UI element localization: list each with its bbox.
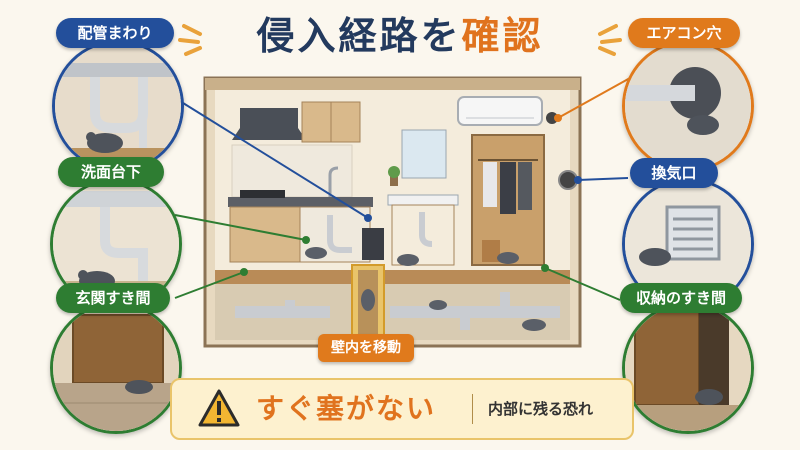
circle-piping: [52, 40, 184, 172]
title-accent: 確認: [461, 14, 544, 58]
mouse-icon: [639, 248, 671, 266]
wall-move-label: 壁内を移動: [318, 334, 414, 362]
mouse-icon: [87, 133, 123, 153]
sparkle-left-icon: [178, 24, 202, 56]
mouse-icon: [522, 319, 546, 331]
mouse-icon: [361, 289, 375, 311]
mouse-icon: [125, 380, 153, 394]
leader-storage: [544, 267, 621, 301]
vent-icon: [665, 205, 721, 261]
circle-entrance-gap: [50, 302, 182, 434]
callout-piping: 配管まわり: [56, 18, 174, 48]
circle-storage-gap: [622, 302, 754, 434]
mouse-icon: [429, 300, 447, 310]
sparkle-right-icon: [598, 24, 622, 56]
callout-sink-under: 洗面台下: [58, 157, 164, 187]
warning-text: すぐ塞がない: [256, 392, 437, 425]
warning-icon: [198, 389, 240, 427]
mouse-icon: [397, 254, 419, 266]
callout-entrance-gap: 玄関すき間: [56, 283, 170, 313]
leader-aircon: [557, 77, 631, 119]
mouse-icon: [695, 389, 723, 405]
page-title: 侵入経路を確認: [178, 8, 622, 64]
title-main: 侵入経路を: [256, 14, 462, 58]
banner-divider: [472, 394, 473, 424]
leader-entrance: [174, 271, 245, 299]
leader-vent: [577, 177, 629, 181]
mouse-icon: [497, 252, 519, 264]
circle-aircon-hole: [622, 40, 754, 172]
leader-piping: [174, 97, 369, 219]
callout-aircon-hole: エアコン穴: [628, 18, 740, 48]
mouse-icon: [687, 115, 719, 135]
leader-sink: [174, 214, 307, 241]
callout-vent: 換気口: [630, 158, 718, 188]
mouse-icon: [305, 247, 327, 259]
callout-storage-gap: 収納のすき間: [620, 283, 742, 313]
warning-banner: すぐ塞がない 内部に残る恐れ: [170, 378, 634, 440]
warning-subtext: 内部に残る恐れ: [488, 400, 594, 418]
pipe-icon: [100, 207, 148, 281]
